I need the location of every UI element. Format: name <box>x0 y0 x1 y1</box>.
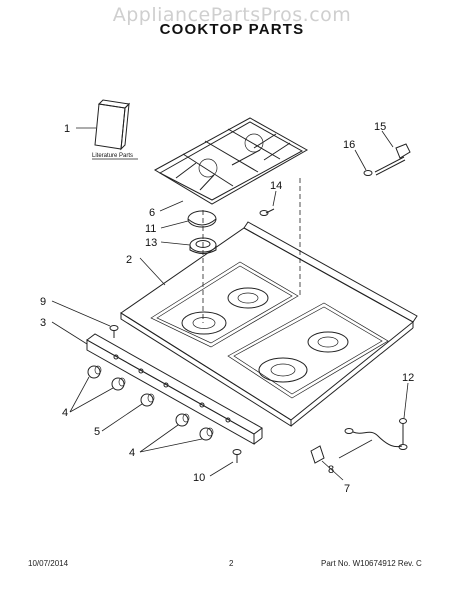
callout-2: 2 <box>126 254 132 266</box>
callout-4-right: 4 <box>129 447 135 459</box>
callout-5: 5 <box>94 426 100 438</box>
electrode-bracket <box>374 130 411 176</box>
footer-page-number: 2 <box>229 559 234 568</box>
burner-grate <box>153 117 309 212</box>
callout-15: 15 <box>374 121 386 133</box>
callout-3: 3 <box>40 317 46 329</box>
callout-14: 14 <box>270 180 282 192</box>
spark-module <box>310 445 344 481</box>
screw-14 <box>259 190 277 216</box>
callout-9: 9 <box>40 296 46 308</box>
screw-16 <box>354 149 373 176</box>
footer-date: 10/07/2014 <box>28 559 69 568</box>
cooktop <box>120 221 418 427</box>
callout-1: 1 <box>64 123 70 135</box>
screw-10 <box>209 449 242 477</box>
page-title: COOKTOP PARTS <box>159 21 305 38</box>
callout-4-left: 4 <box>62 407 68 419</box>
callout-13: 13 <box>145 237 157 249</box>
burner-head <box>160 237 217 254</box>
panel-screw-9 <box>51 300 119 338</box>
manifold-panel <box>51 321 263 445</box>
control-knobs <box>69 354 231 453</box>
literature-booklet <box>76 99 131 151</box>
callout-16: 16 <box>343 139 355 151</box>
literature-parts-label: Literature Parts <box>92 153 133 159</box>
callout-11: 11 <box>145 223 156 235</box>
screw-12 <box>398 382 409 450</box>
wire-harness <box>338 428 403 459</box>
watermark: AppliancePartsPros.com <box>112 4 352 26</box>
callout-7: 7 <box>344 483 350 495</box>
callout-6: 6 <box>149 207 155 219</box>
footer-part-number: Part No. W10674912 Rev. C <box>321 559 422 568</box>
callout-8: 8 <box>328 464 334 476</box>
burner-cap <box>160 210 217 229</box>
callout-12: 12 <box>402 372 414 384</box>
callout-10: 10 <box>193 472 205 484</box>
